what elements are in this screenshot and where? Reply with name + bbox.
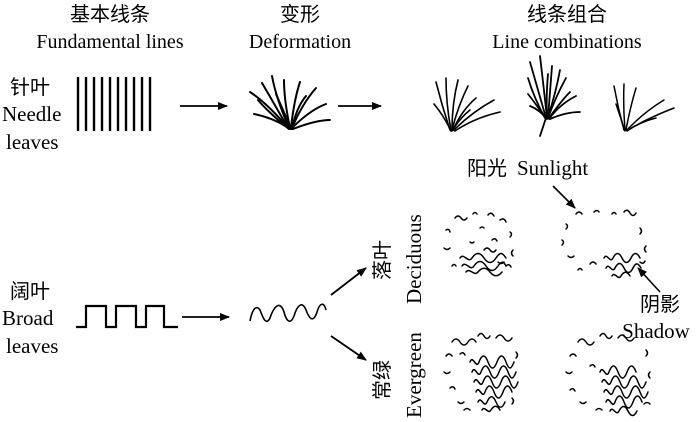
branch-deciduous-en: Deciduous <box>402 214 426 304</box>
branch-evergreen-zh: 常绿 <box>370 360 394 400</box>
branch-evergreen-en: Evergreen <box>402 332 426 418</box>
header-deformation-en: Deformation <box>248 31 352 53</box>
deciduous-crown-2 <box>561 209 647 279</box>
sunlight-arrow <box>552 185 576 209</box>
evergreen-crown-1 <box>443 332 519 413</box>
needle-fundamental-lines <box>76 77 152 131</box>
needle-combination-1 <box>433 77 501 132</box>
row-needle-en-line2: leaves <box>6 130 59 154</box>
broad-deformation-wave <box>249 303 327 323</box>
header-deformation-zh: 变形 <box>280 2 320 26</box>
needle-combination-3 <box>613 83 675 132</box>
row-broad-en-line1: Broad <box>2 306 54 330</box>
header-fundamental-en: Fundamental lines <box>36 31 184 53</box>
annotation-sunlight-zh: 阳光 <box>467 156 507 180</box>
row-broad-zh: 阔叶 <box>10 279 50 303</box>
needle-combination-2 <box>527 55 581 137</box>
evergreen-crown-2 <box>565 332 651 417</box>
shadow-arrow <box>637 267 661 293</box>
needle-deformation-fan <box>249 75 331 130</box>
row-needle-en-line1: Needle <box>2 102 62 126</box>
row-broad-en-line2: leaves <box>6 334 59 358</box>
header-combinations-zh: 线条组合 <box>527 2 607 26</box>
evergreen-arrow <box>330 335 367 361</box>
deciduous-crown-1 <box>443 211 514 277</box>
row-needle-zh: 针叶 <box>10 75 50 99</box>
broad-square-wave <box>76 304 178 329</box>
branch-deciduous-zh: 落叶 <box>370 240 394 280</box>
annotation-shadow-zh: 阴影 <box>640 292 680 316</box>
annotation-shadow-en: Shadow <box>622 319 690 343</box>
header-fundamental-zh: 基本线条 <box>70 2 150 26</box>
annotation-sunlight-en: Sunlight <box>517 156 589 180</box>
deciduous-arrow <box>330 267 367 296</box>
header-combinations-en: Line combinations <box>492 31 642 53</box>
